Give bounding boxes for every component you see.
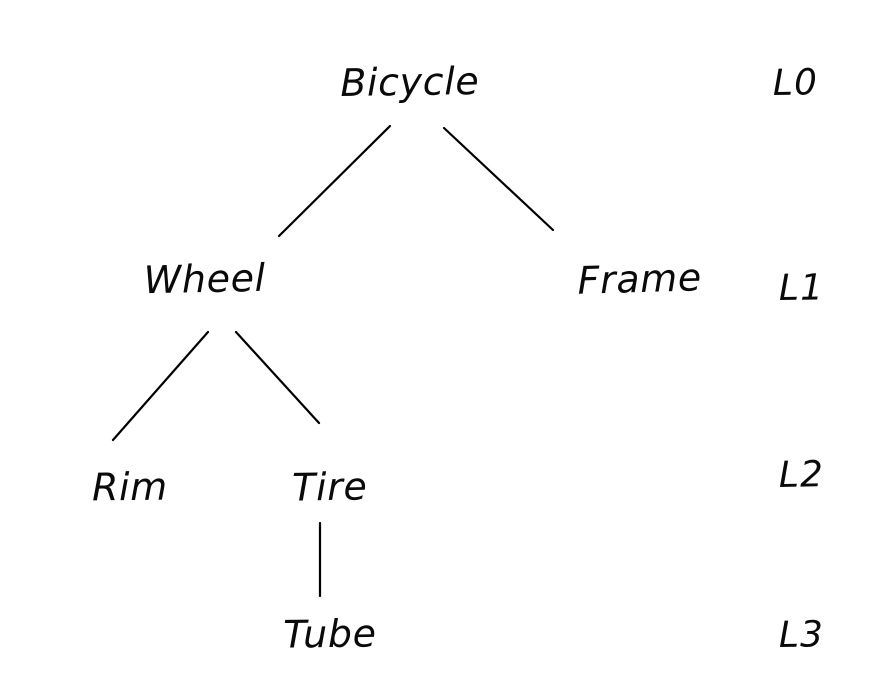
edge-bicycle-wheel: [277, 124, 392, 238]
node-wheel[interactable]: Wheel: [143, 256, 266, 303]
level-label-l2: L2: [778, 454, 824, 496]
node-rim[interactable]: Rim: [92, 465, 168, 510]
level-label-l0: L0: [772, 62, 818, 104]
level-label-l3: L3: [778, 614, 824, 656]
level-label-group: L0 L1 L2 L3: [772, 62, 824, 656]
node-tire[interactable]: Tire: [292, 464, 368, 509]
node-frame[interactable]: Frame: [577, 255, 702, 302]
edge-wheel-tire: [234, 330, 321, 425]
node-tube[interactable]: Tube: [283, 611, 377, 656]
edge-bicycle-frame: [442, 126, 555, 232]
level-label-l1: L1: [779, 267, 825, 309]
node-bicycle[interactable]: Bicycle: [340, 59, 480, 105]
edge-group: [111, 124, 555, 598]
node-group: Bicycle Wheel Frame Rim Tire Tube: [92, 59, 703, 657]
edge-wheel-rim: [111, 330, 210, 442]
